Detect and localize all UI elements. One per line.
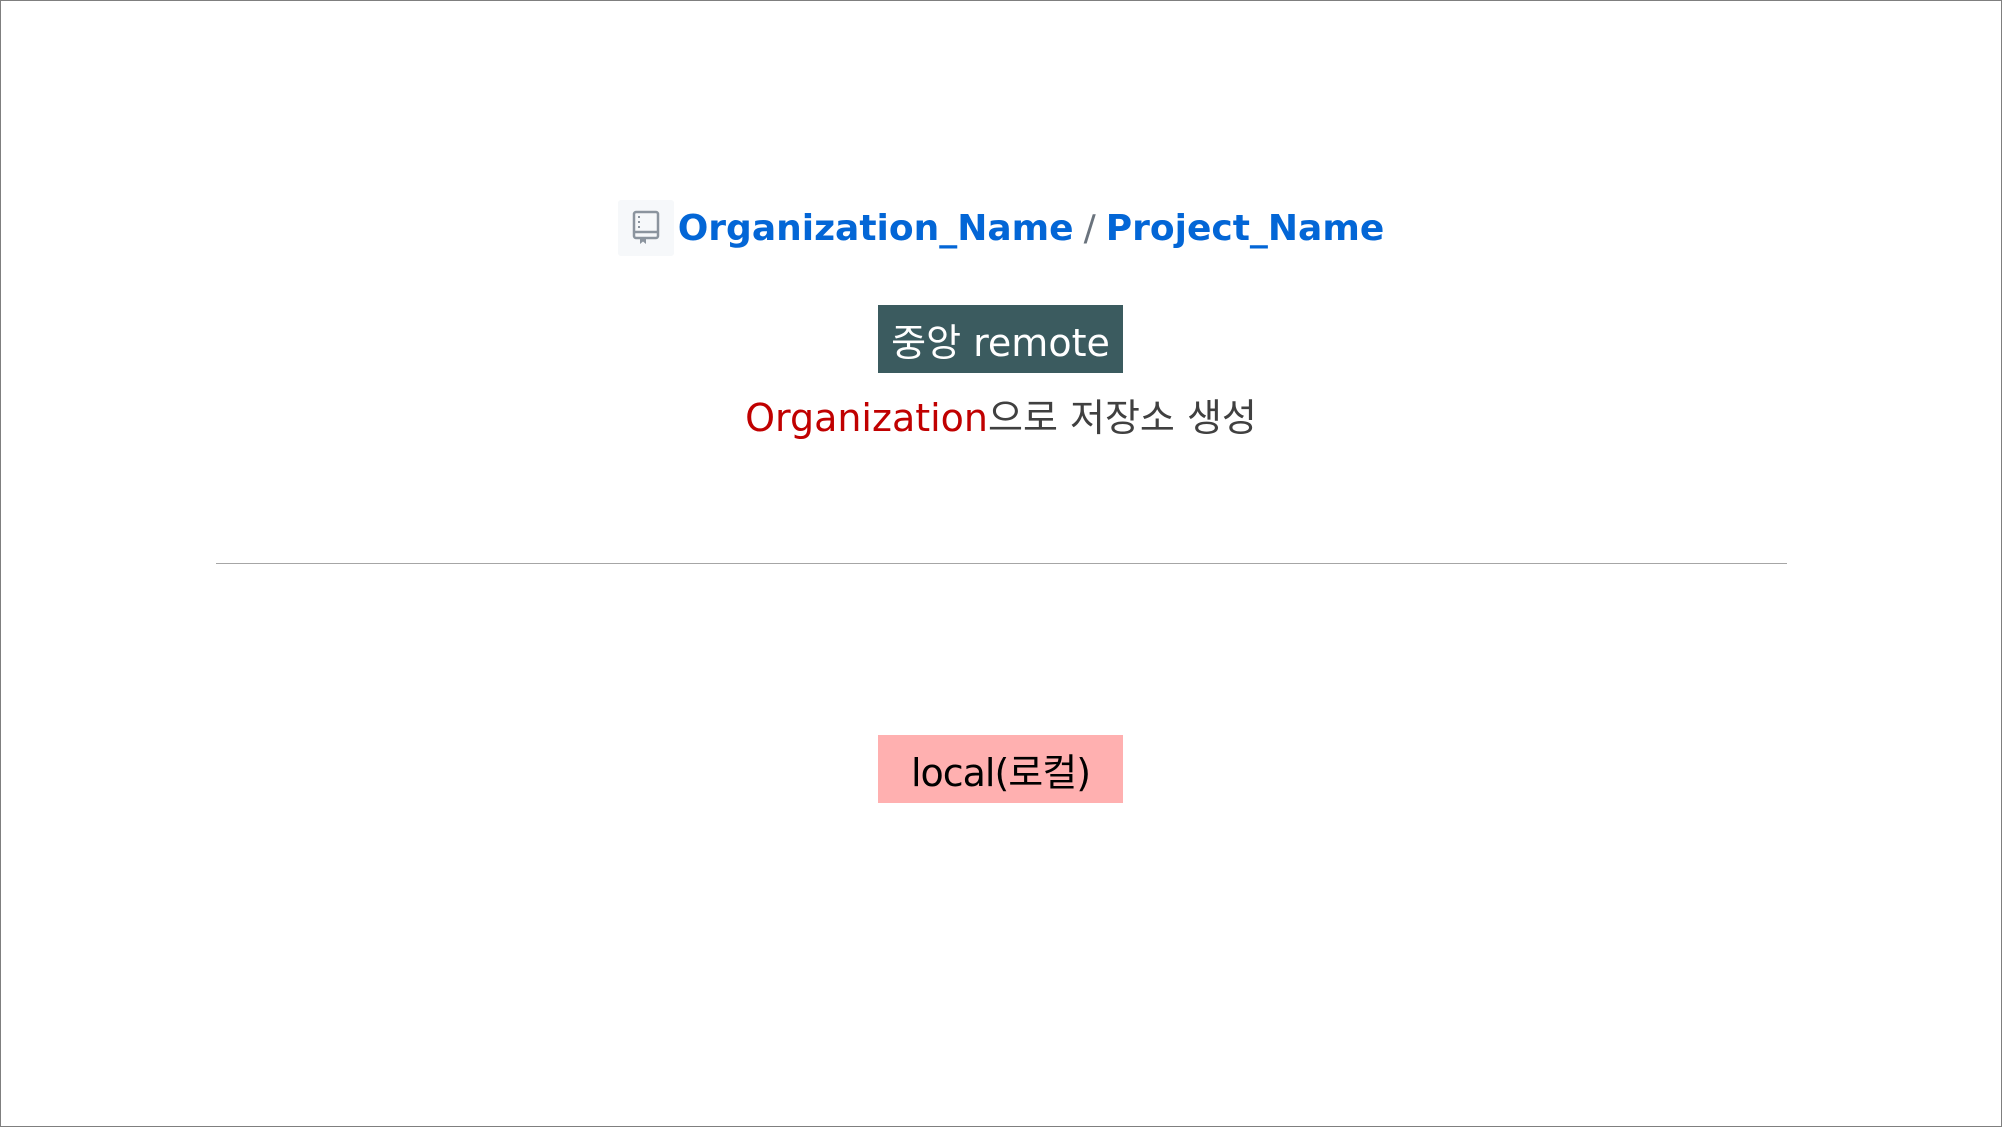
remote-badge: 중앙 remote <box>878 305 1123 373</box>
caption-rest: 으로 저장소 생성 <box>988 396 1257 440</box>
caption-text: Organization으로 저장소 생성 <box>0 387 2002 442</box>
repo-heading: Organization_Name / Project_Name <box>0 197 2002 259</box>
local-badge: local(로컬) <box>878 735 1123 803</box>
repo-path-separator: / <box>1083 207 1096 249</box>
divider <box>216 563 1787 564</box>
organization-link[interactable]: Organization_Name <box>677 207 1074 249</box>
repo-book-icon <box>617 200 674 256</box>
project-link[interactable]: Project_Name <box>1105 207 1385 249</box>
caption-highlight: Organization <box>745 396 989 440</box>
